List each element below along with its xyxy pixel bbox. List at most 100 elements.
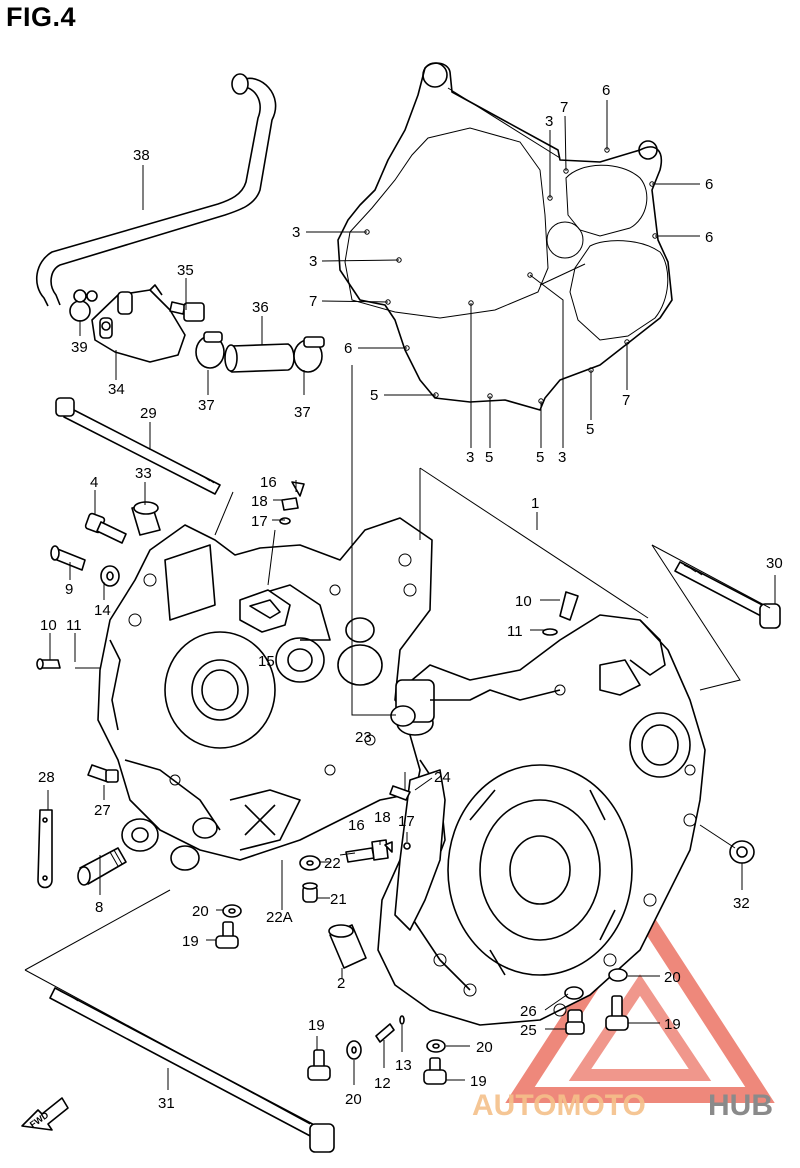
- callout-5a: 5: [370, 387, 378, 404]
- fwd-arrow: [21, 1097, 69, 1131]
- callout-11a: 11: [66, 617, 82, 634]
- callout-8: 8: [95, 899, 103, 916]
- callout-33: 33: [135, 465, 152, 482]
- callout-4: 4: [90, 474, 98, 491]
- callout-14: 14: [94, 602, 111, 619]
- callout-36: 36: [252, 299, 269, 316]
- callout-17a: 17: [251, 513, 268, 530]
- dowel-8: [77, 847, 127, 886]
- gasket-edge-line-2: [539, 263, 586, 286]
- callout-26: 26: [520, 1003, 537, 1020]
- callout-37b: 37: [294, 404, 311, 421]
- callout-30: 30: [766, 555, 783, 572]
- callout-20a: 20: [192, 903, 209, 920]
- callout-15: 15: [258, 653, 275, 670]
- callout-18b: 18: [374, 809, 391, 826]
- callout-24: 24: [434, 769, 451, 786]
- watermark-triangle-inner: [568, 974, 712, 1081]
- figure-title: FIG.4: [6, 2, 77, 32]
- callout-19d: 19: [664, 1016, 681, 1033]
- bolt-24: [389, 785, 411, 801]
- bottom-hardware: [307, 968, 629, 1085]
- callout-11b: 11: [507, 623, 523, 640]
- bolt-35: [169, 301, 205, 322]
- pin-9: [50, 545, 86, 571]
- callout-28: 28: [38, 769, 55, 786]
- crankcase-right-half: [377, 614, 706, 1026]
- sensor-16-17-18-mid: [345, 839, 411, 863]
- callout-13: 13: [395, 1057, 412, 1074]
- callout-39: 39: [71, 339, 88, 356]
- callout-3c: 3: [309, 253, 317, 270]
- hose-36-and-clamps-37: [195, 331, 325, 373]
- stud-bolt-29: [55, 397, 221, 495]
- callout-2: 2: [337, 975, 345, 992]
- gasket-inner-window: [344, 127, 549, 319]
- breather-hose: [35, 73, 277, 307]
- callout-18a: 18: [251, 493, 268, 510]
- callout-19a: 19: [182, 933, 199, 950]
- callout-21: 21: [330, 891, 347, 908]
- plug-10-left: [36, 658, 61, 670]
- gasket-edge-line: [447, 87, 561, 159]
- callout-29: 29: [140, 405, 157, 422]
- callout-17b: 17: [398, 813, 415, 830]
- gasket-hole-markers: [364, 147, 658, 404]
- callout-5c: 5: [536, 449, 544, 466]
- bolt-31: [49, 987, 335, 1153]
- callout-20b: 20: [345, 1091, 362, 1108]
- callout-27: 27: [94, 802, 111, 819]
- callout-3e: 3: [558, 449, 566, 466]
- callout-23: 23: [355, 729, 372, 746]
- oil-jet-23: [390, 705, 416, 727]
- gasket-dowel-right: [638, 140, 658, 160]
- callout-10b: 10: [515, 593, 532, 610]
- callout-20c: 20: [476, 1039, 493, 1056]
- crankcase-left-half: [97, 517, 451, 871]
- switch-27-28: [37, 764, 119, 889]
- gasket-bore: [546, 221, 584, 259]
- washer-14: [100, 565, 120, 587]
- callout-labels: 38 35 36 37 37 34 39 29 4 33 9 14 10 11 …: [38, 82, 783, 1112]
- callout-16b: 16: [348, 817, 365, 834]
- callout-12: 12: [374, 1075, 391, 1092]
- callout-19b: 19: [308, 1017, 325, 1034]
- callout-22A: 22A: [266, 909, 293, 926]
- callout-7a: 7: [560, 99, 568, 116]
- callout-3a: 3: [545, 113, 553, 130]
- sensor-16-17-18-top: [279, 481, 305, 525]
- watermark-word-1: AUTOMOTO: [472, 1089, 646, 1122]
- plug-10-right: [542, 591, 579, 636]
- callout-22: 22: [324, 855, 341, 872]
- gasket-outline: [337, 62, 673, 411]
- dowel-33: [131, 501, 161, 536]
- callout-20d: 20: [664, 969, 681, 986]
- bolt-4: [84, 512, 127, 544]
- callout-19c: 19: [470, 1073, 487, 1090]
- callout-37a: 37: [198, 397, 215, 414]
- bolt-32: [729, 840, 755, 864]
- gasket-inner-window-3: [569, 240, 669, 341]
- callout-32: 32: [733, 895, 750, 912]
- dowel-2: [328, 924, 367, 969]
- callout-31: 31: [158, 1095, 175, 1112]
- callout-34: 34: [108, 381, 125, 398]
- callout-6c: 6: [705, 229, 713, 246]
- washer-20-and-bolt-19-left: [215, 904, 242, 949]
- callout-6d: 6: [344, 340, 352, 357]
- leader-lines: [24, 100, 776, 1125]
- breather-cover-34: [91, 284, 186, 363]
- callout-38: 38: [133, 147, 150, 164]
- callout-5b: 5: [485, 449, 493, 466]
- callout-5d: 5: [586, 421, 594, 438]
- gasket-dowel-top: [422, 62, 448, 88]
- callout-25: 25: [520, 1022, 537, 1039]
- callout-6a: 6: [602, 82, 610, 99]
- callout-9: 9: [65, 581, 73, 598]
- watermark-triangle-outer: [505, 895, 775, 1103]
- callout-35: 35: [177, 262, 194, 279]
- callout-16a: 16: [260, 474, 277, 491]
- crankcase-gasket: [337, 62, 673, 411]
- callout-3d: 3: [466, 449, 474, 466]
